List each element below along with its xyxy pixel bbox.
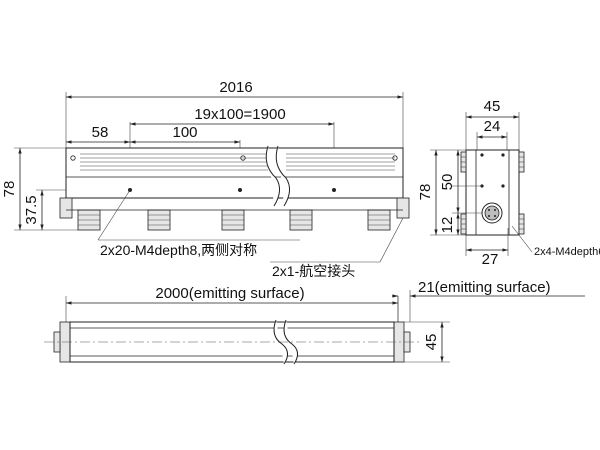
top-break-line bbox=[273, 319, 288, 365]
dim-emitting-length: 2000(emitting surface) bbox=[155, 285, 304, 302]
mount-hole bbox=[70, 155, 76, 161]
break-line bbox=[275, 145, 290, 207]
side-hole bbox=[501, 184, 505, 188]
break-line bbox=[265, 145, 280, 207]
dim-overall-length: 2016 bbox=[219, 79, 252, 96]
top-view: 2000(emitting surface) 21(emitting surfa… bbox=[44, 279, 585, 365]
side-hole bbox=[501, 153, 505, 157]
mount-hole bbox=[392, 155, 398, 161]
top-break-line bbox=[283, 319, 298, 365]
heat-sink-fins bbox=[80, 153, 395, 171]
dim-pitch-span: 19x100=1900 bbox=[194, 106, 285, 123]
connector-face bbox=[484, 205, 500, 221]
dim-top-width: 45 bbox=[423, 334, 440, 351]
dim-side-width: 45 bbox=[484, 98, 501, 115]
side-fins bbox=[460, 151, 525, 235]
dim-center-height: 37.5 bbox=[23, 195, 40, 224]
dim-emitting-width: 21(emitting surface) bbox=[418, 279, 551, 296]
heat-sink-feet bbox=[66, 209, 403, 231]
end-cap-left bbox=[59, 197, 73, 219]
housing-body bbox=[65, 147, 404, 199]
dim-connector-offset: 27 bbox=[482, 251, 499, 268]
m4-hole bbox=[332, 188, 336, 192]
dim-side-height: 78 bbox=[417, 184, 434, 201]
dim-bottom-offset: 12 bbox=[439, 217, 456, 234]
dim-edge-offset: 58 bbox=[92, 124, 109, 141]
mount-hole bbox=[240, 155, 246, 161]
front-view: 2016 19x100=1900 58 100 bbox=[1, 79, 410, 279]
connector-note: 2x1-航空接头 bbox=[272, 263, 355, 279]
dim-pitch: 100 bbox=[172, 124, 197, 141]
dim-hole-height: 50 bbox=[439, 174, 456, 191]
mount-note: 2x20-M4depth8,两侧对称 bbox=[100, 242, 257, 258]
leader-m4 bbox=[97, 189, 131, 241]
leader-connector bbox=[379, 217, 404, 263]
side-view: 45 24 78 bbox=[417, 98, 600, 268]
dim-height: 78 bbox=[1, 181, 18, 198]
end-cap-right bbox=[396, 197, 410, 219]
m4-hole bbox=[238, 188, 242, 192]
dim-inner-width: 24 bbox=[484, 118, 501, 135]
end-mount-note: 2x4-M4depth6 bbox=[534, 246, 600, 258]
side-hole bbox=[480, 153, 484, 157]
leader-end-mount bbox=[511, 225, 533, 253]
